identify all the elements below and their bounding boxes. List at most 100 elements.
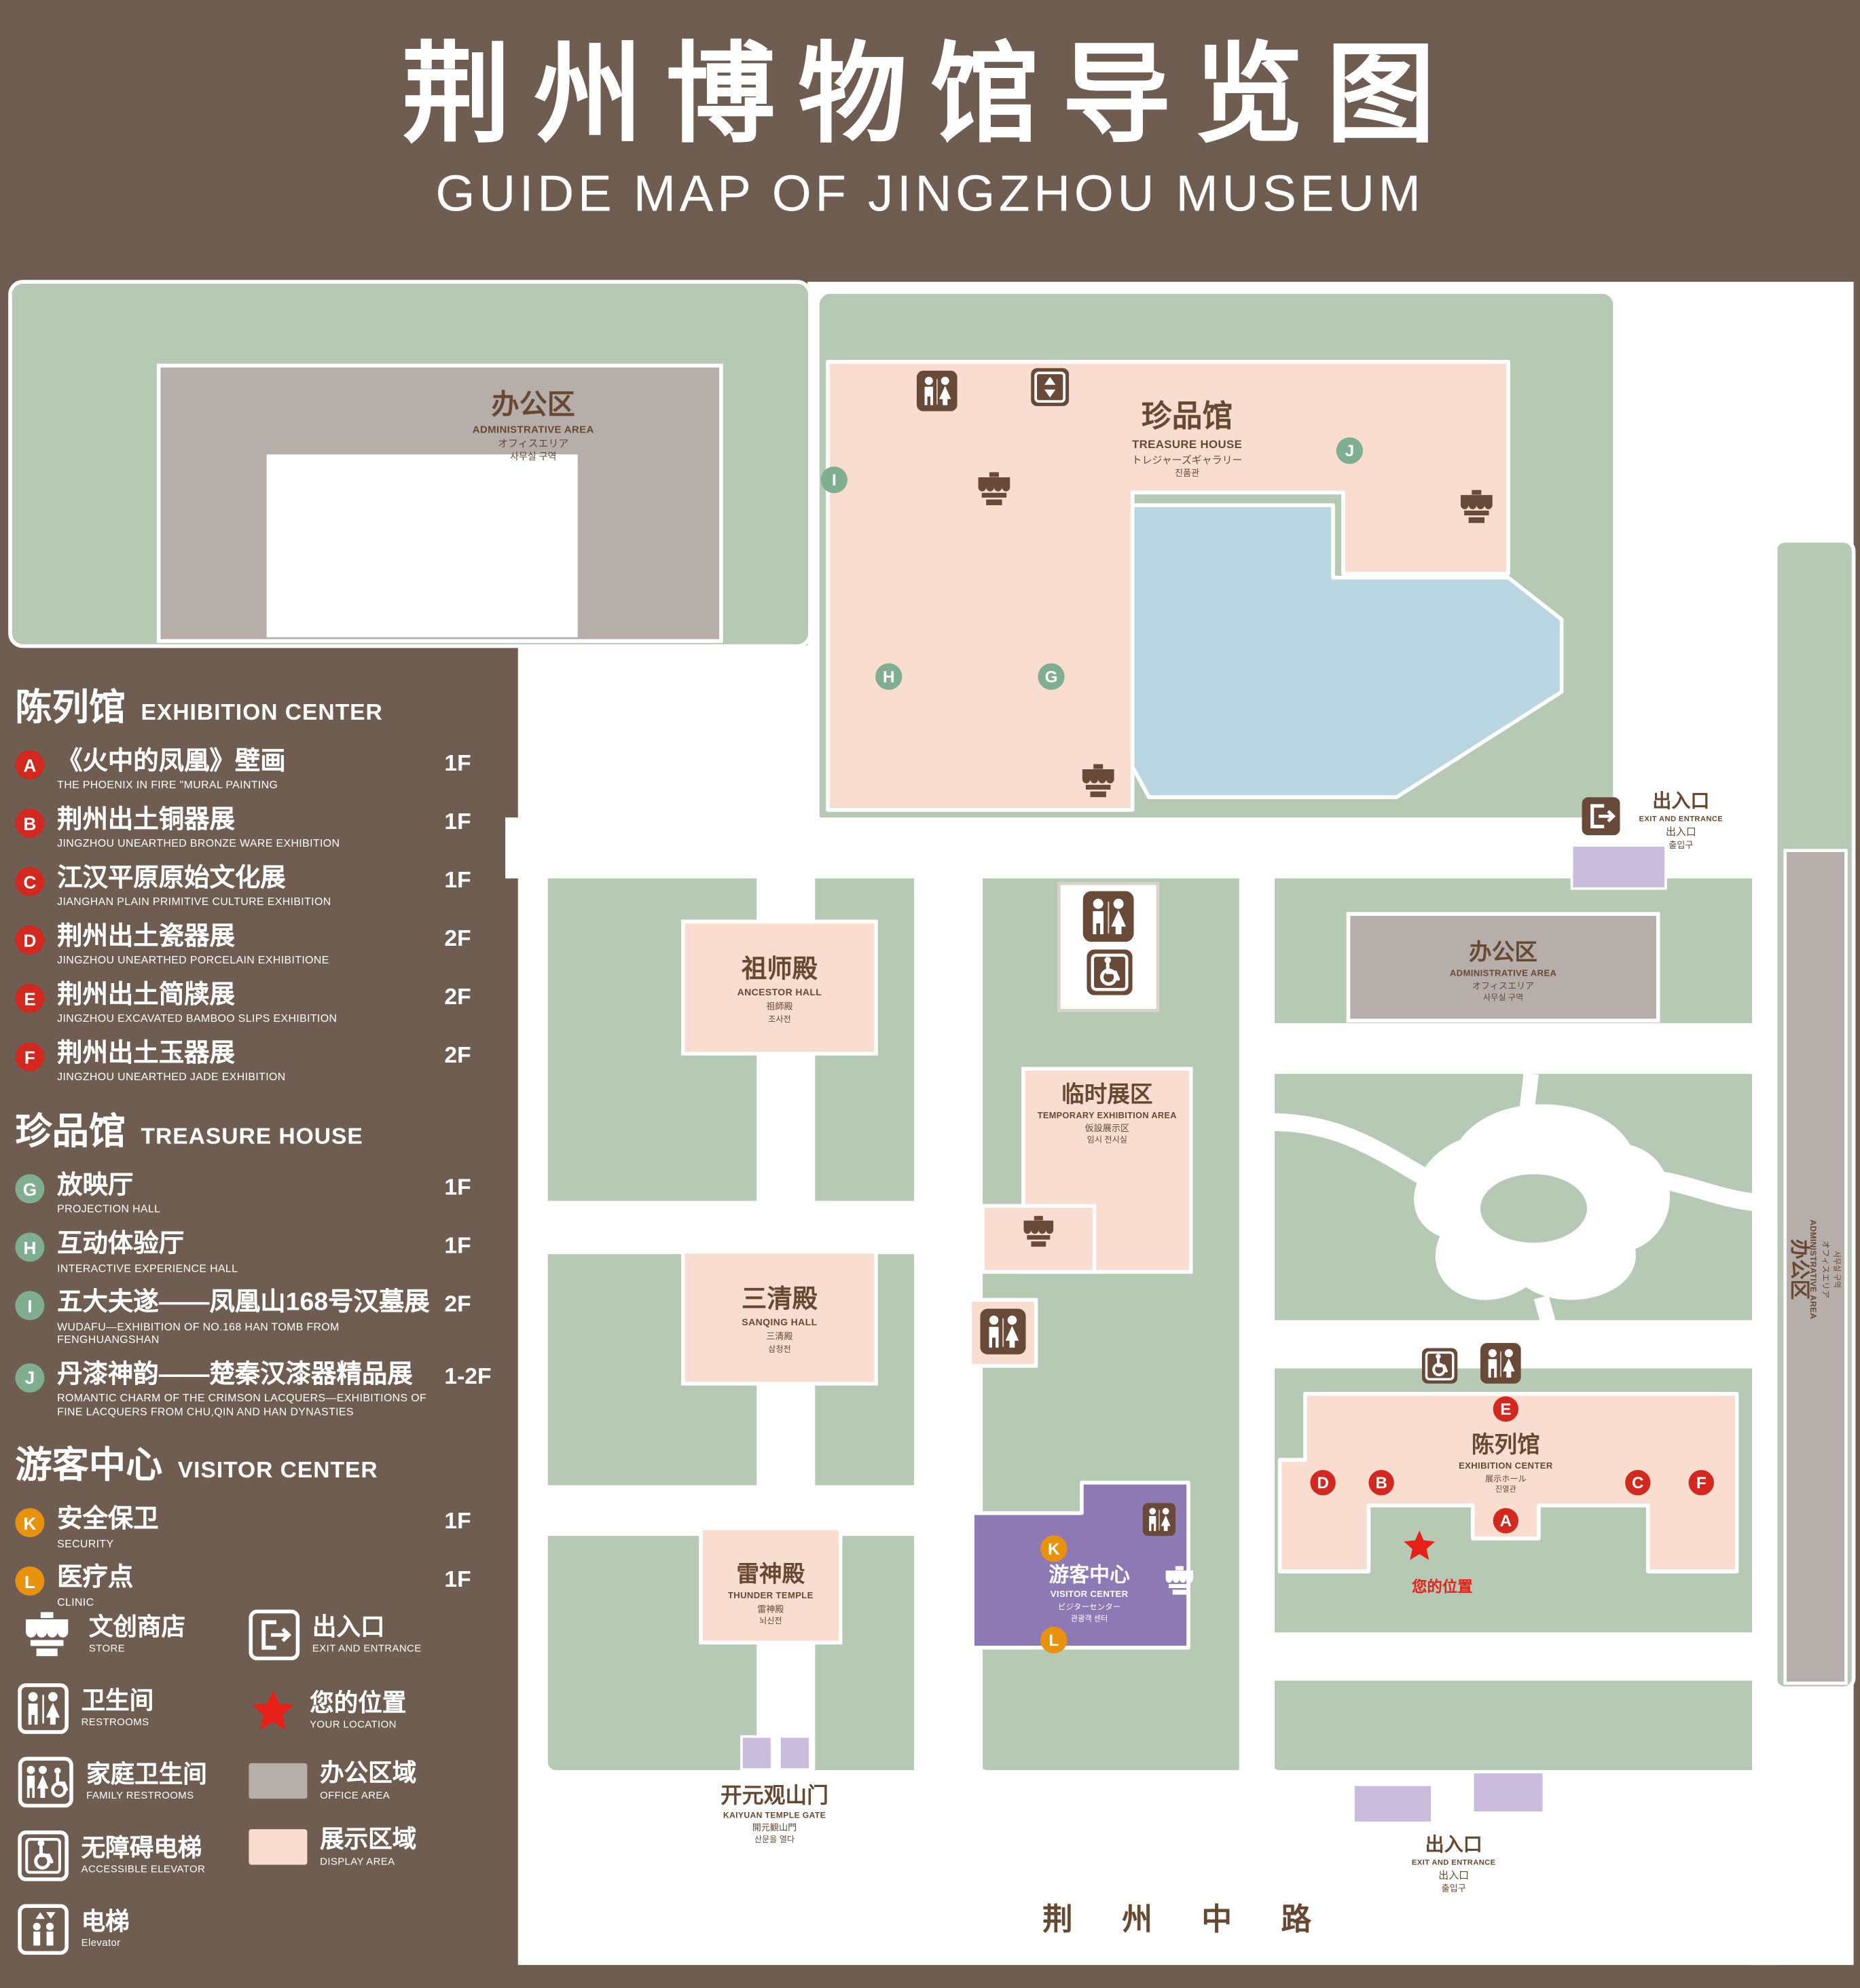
your-location-label: 您的位置 [1412, 1577, 1473, 1595]
label-admin-central: 办公区 ADMINISTRATIVE AREA オフィスエリア 사무실 구역 [1450, 939, 1557, 1002]
elevator-icon-treasure [1031, 368, 1070, 407]
office-area-swatch [249, 1763, 308, 1800]
svg-text:SANQING HALL: SANQING HALL [742, 1317, 817, 1327]
svg-text:オフィスエリア: オフィスエリア [498, 438, 568, 449]
svg-text:사무실 구역: 사무실 구역 [1833, 1251, 1842, 1288]
restroom-icon-visitor [1142, 1503, 1176, 1536]
svg-text:EXHIBITION CENTER: EXHIBITION CENTER [1459, 1460, 1553, 1471]
item-floor: 2F [444, 1042, 471, 1068]
svg-text:三清殿: 三清殿 [742, 1285, 818, 1313]
marker-badge-b: B [15, 808, 45, 838]
svg-text:出入口: 出入口 [1438, 1870, 1469, 1881]
building-restrooms [1057, 881, 1160, 1012]
marker-badge-a: A [15, 750, 45, 779]
item-en: JINGZHOU UNEARTHED JADE EXHIBITION [57, 1070, 286, 1084]
building-exhibition-center [1277, 1392, 1739, 1574]
building-admin-east [1783, 849, 1848, 1685]
item-zh: 医疗点 [57, 1564, 134, 1593]
svg-text:L: L [1048, 1632, 1059, 1650]
svg-text:開元観山門: 開元観山門 [752, 1822, 797, 1833]
map-marker-c: C [1625, 1469, 1651, 1496]
map-marker-g: G [1038, 663, 1065, 691]
gate-pillar-right [778, 1735, 812, 1771]
marker-badge-g: G [15, 1174, 45, 1204]
svg-text:オフィスエリア: オフィスエリア [1472, 980, 1534, 991]
item-en: INTERACTIVE EXPERIENCE HALL [57, 1261, 238, 1274]
svg-text:H: H [883, 668, 895, 686]
building-ancestor-hall [681, 919, 878, 1056]
item-zh: 荆州出土铜器展 [57, 806, 235, 834]
svg-text:办公区: 办公区 [1469, 939, 1537, 965]
restroom-icon [1082, 891, 1134, 942]
marker-badge-f: F [15, 1042, 45, 1072]
svg-text:ANCESTOR HALL: ANCESTOR HALL [737, 987, 822, 997]
label-admin-east: 办公区 ADMINISTRATIVE AREA オフィスエリア 사무실 구역 [1788, 1219, 1842, 1319]
item-en: JIANGHAN PLAIN PRIMITIVE CULTURE EXHIBIT… [57, 895, 331, 908]
svg-text:オフィスエリア: オフィスエリア [1821, 1240, 1831, 1298]
svg-text:雷神殿: 雷神殿 [736, 1562, 805, 1587]
svg-text:A: A [1500, 1512, 1512, 1530]
section-title-en: VISITOR CENTER [177, 1458, 378, 1484]
item-zh: 荆州出土玉器展 [57, 1039, 235, 1068]
road-label: 荆 州 中 路 [1042, 1902, 1332, 1936]
svg-text:KAIYUAN TEMPLE GATE: KAIYUAN TEMPLE GATE [723, 1810, 826, 1820]
your-location-icon [251, 1690, 295, 1730]
building-admin-northwest [156, 363, 723, 643]
label-temporary-exhibition: 临时展区 TEMPORARY EXHIBITION AREA 仮設展示区 임시 … [1038, 1082, 1177, 1145]
label-treasure-house: 珍品馆 TREASURE HOUSE トレジャーズギャラリー 진품관 [1132, 399, 1243, 478]
svg-text:EXIT AND ENTRANCE: EXIT AND ENTRANCE [1639, 815, 1724, 824]
entrance-pad-northeast [1570, 844, 1667, 890]
item-zh: 放映厅 [57, 1171, 134, 1200]
entrance-pad-south-1 [1352, 1783, 1434, 1824]
section-title-zh: 游客中心 [15, 1446, 163, 1488]
item-en: WUDAFU—EXHIBITION OF NO.168 HAN TOMB FRO… [57, 1319, 340, 1346]
building-sanqing-hall [681, 1249, 878, 1386]
item-floor: 2F [444, 925, 471, 951]
svg-text:출입구: 출입구 [1442, 1883, 1466, 1894]
svg-text:办公区: 办公区 [1788, 1239, 1810, 1300]
item-en: SECURITY [57, 1536, 114, 1550]
svg-text:ADMINISTRATIVE AREA: ADMINISTRATIVE AREA [1450, 968, 1557, 978]
marker-badge-l: L [15, 1566, 45, 1596]
svg-text:陈列馆: 陈列馆 [1472, 1432, 1540, 1458]
section-title-en: TREASURE HOUSE [141, 1123, 363, 1149]
svg-text:I: I [832, 471, 837, 490]
exit-icon [249, 1609, 300, 1661]
label-exhibition-center: 陈列馆 EXHIBITION CENTER 展示ホール 진열관 [1459, 1432, 1553, 1494]
item-zh: 互动体验厅 [57, 1230, 185, 1258]
label-thunder-temple: 雷神殿 THUNDER TEMPLE 雷神殿 뇌신전 [728, 1562, 813, 1626]
svg-text:出入口: 出入口 [1652, 790, 1709, 811]
svg-text:임시 전시실: 임시 전시실 [1087, 1135, 1127, 1145]
svg-text:사무실 구역: 사무실 구역 [1483, 993, 1523, 1002]
item-zh: 丹漆神韵——楚秦汉漆器精品展 [57, 1360, 413, 1388]
svg-text:K: K [1048, 1540, 1060, 1558]
accessible-icon [1087, 949, 1132, 995]
map-marker-f: F [1688, 1469, 1714, 1496]
marker-badge-h: H [15, 1232, 45, 1262]
header: 荆州博物馆导览图 GUIDE MAP OF JINGZHOU MUSEUM [0, 0, 1860, 223]
marker-badge-k: K [15, 1508, 45, 1538]
page-title: 荆州博物馆导览图 [401, 34, 1459, 156]
svg-text:VISITOR CENTER: VISITOR CENTER [1051, 1589, 1129, 1599]
label-sanqing-hall: 三清殿 SANQING HALL 三清殿 삼청전 [742, 1285, 818, 1354]
svg-text:D: D [1317, 1474, 1329, 1492]
svg-text:TEMPORARY EXHIBITION AREA: TEMPORARY EXHIBITION AREA [1038, 1110, 1177, 1120]
garden-paths [1272, 1073, 1775, 1327]
item-floor: 1-2F [444, 1363, 492, 1388]
marker-badge-e: E [15, 984, 45, 1014]
store-icon [26, 1612, 69, 1657]
svg-text:出入口: 出入口 [1425, 1834, 1482, 1855]
svg-text:ADMINISTRATIVE AREA: ADMINISTRATIVE AREA [1808, 1219, 1818, 1319]
svg-text:사무실 구역: 사무실 구역 [510, 451, 556, 462]
map-marker-l: L [1040, 1626, 1068, 1654]
